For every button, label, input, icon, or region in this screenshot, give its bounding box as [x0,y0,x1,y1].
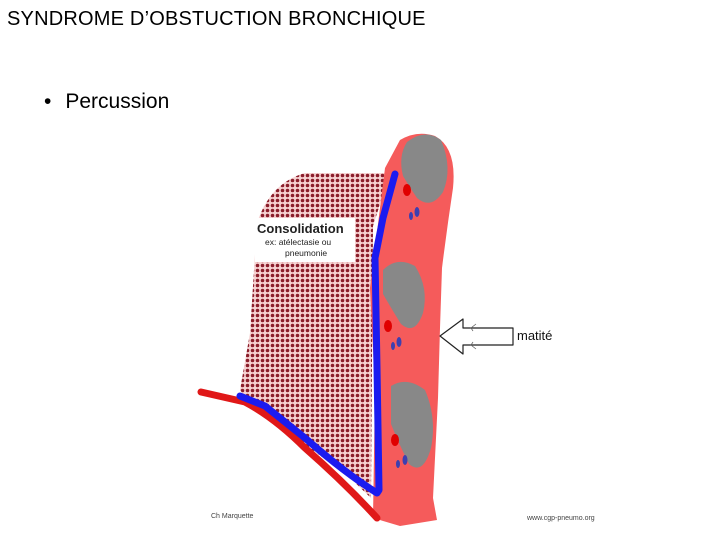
vessel-blue-6 [396,460,400,468]
percussion-diagram: Consolidation ex: atélectasie ou pneumon… [197,133,595,526]
vessel-red-2 [384,320,392,332]
percussion-arrow-icon [439,318,514,355]
credit-website: www.cgp-pneumo.org [526,515,595,522]
vessel-blue-2 [409,212,413,220]
organ-shape-3 [391,381,433,468]
vessel-red-3 [391,434,399,446]
pleura-red-line [197,388,381,522]
vessel-blue-5 [402,455,408,465]
consolidation-example-line2: pneumonie [285,248,327,258]
consolidation-example-line1: ex: atélectasie ou [265,237,331,247]
pleura-blue-line [236,170,399,497]
bullet-marker: • [44,90,52,113]
vessel-blue-1 [414,207,420,217]
bullet-item: • Percussion [44,90,169,114]
organ-shape-1 [401,134,448,203]
bullet-text: Percussion [65,90,170,113]
slide-title: SYNDROME D’OBSTUCTION BRONCHIQUE [7,8,426,30]
organ-shape-2 [383,261,425,329]
vessel-red-1 [403,184,411,196]
vessel-blue-3 [396,337,402,347]
credit-author: Ch Marquette [211,513,254,520]
matite-label: matité [517,328,552,343]
consolidation-label: Consolidation [257,221,344,236]
vessel-blue-4 [391,342,395,350]
consolidation-label-box [255,218,355,262]
